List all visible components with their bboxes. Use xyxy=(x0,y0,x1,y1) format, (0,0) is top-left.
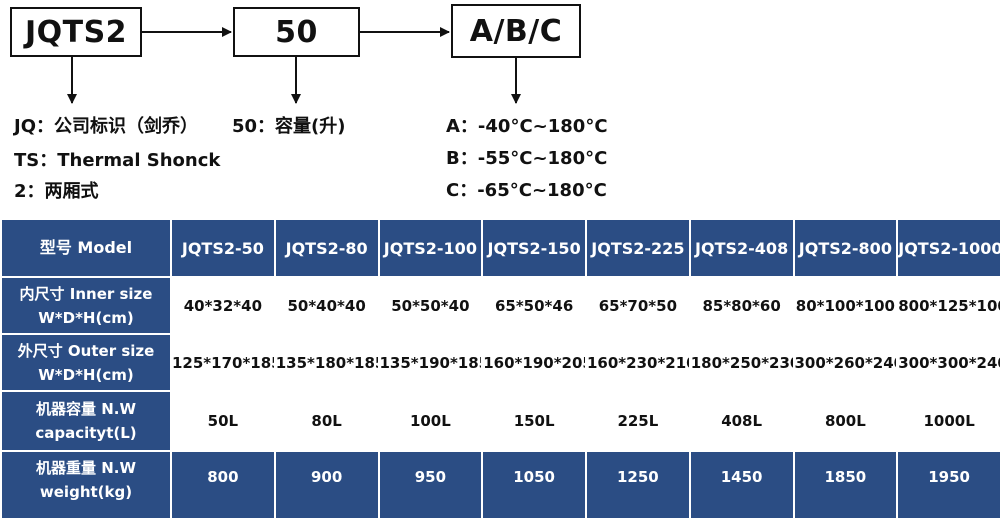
legend-company-code: JQ：公司标识（剑乔） xyxy=(14,116,198,137)
table-cell: 80L xyxy=(273,390,380,452)
table-cell: 800*125*100 xyxy=(896,276,1000,335)
row-header: 机器重量 N.W weight(kg) xyxy=(0,450,172,520)
table-cell: 85*80*60 xyxy=(688,276,795,335)
table-cell: 160*190*205 xyxy=(481,333,587,392)
model-code-box: JQTS2 xyxy=(10,7,142,57)
table-cell: JQTS2-225 xyxy=(585,218,691,278)
table-cell: JQTS2-408 xyxy=(688,218,795,278)
table-cell: 408L xyxy=(688,390,795,452)
table-cell: 160*230*210 xyxy=(585,333,691,392)
table-cell: 1850 xyxy=(792,450,899,520)
table-cell: 900 xyxy=(273,450,380,520)
legend-thermal-shock: TS：Thermal Shonck xyxy=(14,150,221,171)
table-cell: 1050 xyxy=(481,450,587,520)
table-cell: 1250 xyxy=(585,450,691,520)
row-header-line: capacityt(L) xyxy=(35,424,137,442)
table-cell: 300*300*240 xyxy=(896,333,1000,392)
legend-range-a: A：-40°C~180°C xyxy=(446,116,608,137)
temperature-code-box: A/B/C xyxy=(451,4,581,58)
table-cell: 950 xyxy=(377,450,484,520)
row-header-line: 内尺寸 Inner size xyxy=(19,284,153,303)
row-header-line: 型号 Model xyxy=(39,238,133,257)
row-header-line: 机器重量 N.W xyxy=(35,459,137,477)
row-header-line: 外尺寸 Outer size xyxy=(17,341,155,360)
table-cell: JQTS2-800 xyxy=(792,218,899,278)
table-cell: 50L xyxy=(170,390,276,452)
capacity-code-box: 50 xyxy=(233,7,360,57)
table-cell: 50*50*40 xyxy=(377,276,484,335)
table-cell: JQTS2-100 xyxy=(377,218,484,278)
legend-capacity: 50：容量(升) xyxy=(232,116,346,137)
table-cell: 180*250*230 xyxy=(688,333,795,392)
table-cell: 1000L xyxy=(896,390,1000,452)
table-cell: 135*190*185 xyxy=(377,333,484,392)
table-cell: 100L xyxy=(377,390,484,452)
table-cell: 1950 xyxy=(896,450,1000,520)
table-cell: 65*70*50 xyxy=(585,276,691,335)
table-cell: 800L xyxy=(792,390,899,452)
legend-range-b: B：-55°C~180°C xyxy=(446,148,608,169)
table-cell: 1450 xyxy=(688,450,795,520)
table-cell: 65*50*46 xyxy=(481,276,587,335)
table-cell: JQTS2-150 xyxy=(481,218,587,278)
table-cell: 135*180*185 xyxy=(273,333,380,392)
table-cell: 225L xyxy=(585,390,691,452)
legend-two-zone: 2：两厢式 xyxy=(14,181,99,202)
table-cell: 300*260*240 xyxy=(792,333,899,392)
diagram-arrows xyxy=(67,27,521,104)
row-header: 型号 Model xyxy=(0,218,172,278)
legend-range-c: C：-65°C~180°C xyxy=(446,180,607,201)
table-cell: JQTS2-1000 xyxy=(896,218,1000,278)
row-header-line: W*D*H(cm) xyxy=(38,308,134,327)
table-cell: 40*32*40 xyxy=(170,276,276,335)
table-cell: JQTS2-50 xyxy=(170,218,276,278)
table-cell: 125*170*185 xyxy=(170,333,276,392)
row-header-line: 机器容量 N.W xyxy=(35,400,137,418)
table-cell: JQTS2-80 xyxy=(273,218,380,278)
table-cell: 150L xyxy=(481,390,587,452)
table-cell: 80*100*100 xyxy=(792,276,899,335)
row-header: 机器容量 N.W capacityt(L) xyxy=(0,390,172,452)
row-header-line: W*D*H(cm) xyxy=(38,365,134,384)
table-cell: 800 xyxy=(170,450,276,520)
row-header-line: weight(kg) xyxy=(39,483,133,501)
table-cell: 50*40*40 xyxy=(273,276,380,335)
